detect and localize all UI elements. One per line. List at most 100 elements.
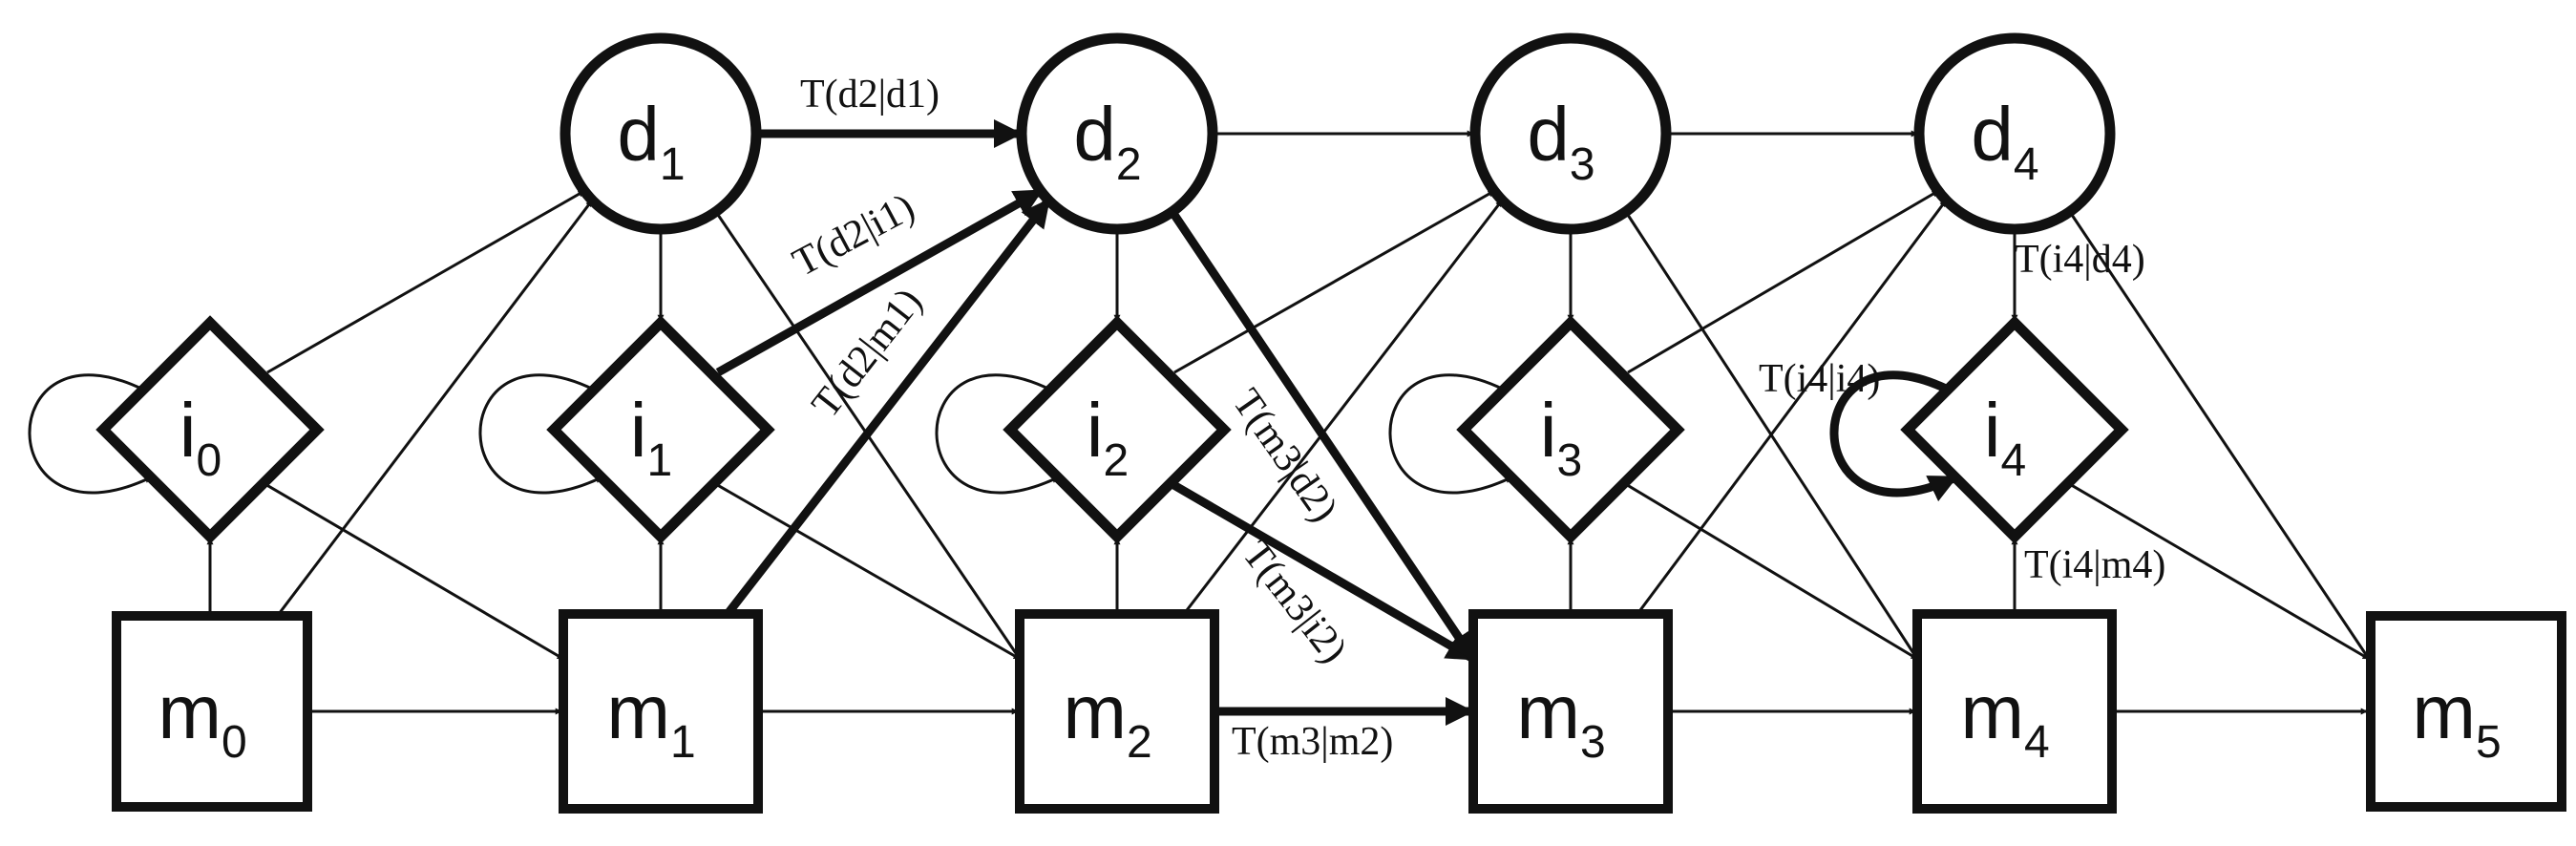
node-label: i3 [1540, 388, 1582, 486]
node-label: m3 [1516, 669, 1605, 768]
node-index: 0 [222, 717, 247, 768]
node-index: 1 [660, 139, 686, 190]
node-d3: d3 [1469, 32, 1672, 235]
node-index: 4 [2014, 139, 2039, 190]
node-m2: m2 [1015, 609, 1219, 814]
square-shape [559, 609, 763, 814]
edge-i1-d2 [715, 187, 1044, 376]
diamond-shape [95, 315, 325, 544]
node-letter: d [1527, 92, 1570, 177]
node-m0: m0 [112, 611, 312, 812]
circle-shape [560, 32, 762, 235]
node-letter: m [606, 669, 670, 754]
edge-m2-d3 [1182, 200, 1504, 615]
edge-i0-i0 [28, 373, 152, 495]
square-shape [1015, 609, 1219, 814]
node-index: 2 [1116, 139, 1142, 190]
label-t-i4-d4: T(i4|d4) [2015, 238, 2145, 282]
label-t-i4-m4: T(i4|m4) [2024, 543, 2165, 587]
node-letter: i [1540, 388, 1557, 473]
node-label: d3 [1527, 92, 1594, 190]
node-label: d2 [1073, 92, 1141, 190]
square-shape [112, 611, 312, 812]
node-letter: d [1073, 92, 1116, 177]
node-label: i4 [1984, 388, 2026, 486]
edge-i4-i4 [1829, 370, 1958, 502]
edge-m1-d2 [724, 198, 1052, 617]
node-i2: i2 [1003, 315, 1232, 544]
node-m5: m5 [2366, 611, 2566, 812]
node-d4: d4 [1913, 32, 2116, 235]
label-t-d2-d1: T(d2|d1) [800, 73, 940, 116]
edge-i2-m3 [1168, 479, 1476, 663]
square-shape [2366, 611, 2566, 812]
node-m1: m1 [559, 609, 763, 814]
node-label: m0 [158, 669, 246, 768]
node-letter: i [1984, 388, 2001, 473]
node-index: 3 [1557, 435, 1583, 486]
circle-shape [1913, 32, 2116, 235]
label-t-m3-m2: T(m3|m2) [1232, 720, 1393, 764]
label-t-d2-m1: T(d2|m1) [804, 281, 931, 427]
node-index: 2 [1127, 717, 1152, 768]
node-index: 0 [197, 435, 222, 486]
node-letter: m [1063, 669, 1127, 754]
edge-i1-i1 [478, 373, 602, 495]
circle-shape [1469, 32, 1672, 235]
edge-i3-d4 [1627, 189, 1939, 374]
node-label: m2 [1063, 669, 1151, 768]
node-letter: m [2412, 669, 2476, 754]
node-label: m5 [2412, 669, 2501, 768]
node-label: m1 [606, 669, 695, 768]
node-index: 1 [647, 435, 673, 486]
edge-i0-d1 [266, 189, 585, 374]
node-letter: m [1960, 669, 2024, 754]
edge-d1-m2 [714, 211, 1022, 660]
circle-shape [1016, 32, 1218, 235]
node-index: 1 [670, 717, 696, 768]
diamond-shape [1456, 315, 1685, 544]
node-letter: i [630, 388, 647, 473]
node-letter: d [617, 92, 660, 177]
node-d2: d2 [1016, 32, 1218, 235]
node-i3: i3 [1456, 315, 1685, 544]
node-index: 3 [1580, 717, 1606, 768]
edge-i1-m2 [713, 481, 1021, 661]
edges [28, 119, 2371, 726]
diamond-shape [1003, 315, 1232, 544]
node-index: 3 [1570, 139, 1595, 190]
edge-i0-m1 [263, 481, 564, 661]
node-i1: i1 [546, 315, 775, 544]
node-label: i1 [630, 388, 672, 486]
edge-d2-m3 [1169, 209, 1477, 662]
edge-i2-d3 [1173, 189, 1495, 374]
node-index: 4 [2001, 435, 2027, 486]
square-shape [1912, 609, 2117, 814]
edge-d4-m5 [2068, 211, 2371, 660]
node-label: i2 [1087, 388, 1129, 486]
node-letter: i [1087, 388, 1104, 473]
diamond-shape [1900, 315, 2129, 544]
label-t-m3-d2: T(m3|d2) [1224, 381, 1346, 530]
label-t-i4-i4: T(i4|i4) [1759, 357, 1880, 401]
edge-m3-d4 [1636, 200, 1948, 615]
node-index: 5 [2476, 717, 2502, 768]
node-label: i0 [179, 388, 222, 486]
node-i0: i0 [95, 315, 325, 544]
node-m3: m3 [1468, 609, 1673, 814]
diamond-shape [546, 315, 775, 544]
edge-i3-i3 [1388, 373, 1512, 495]
node-d1: d1 [560, 32, 762, 235]
node-index: 4 [2024, 717, 2050, 768]
node-label: m4 [1960, 669, 2049, 768]
node-letter: m [158, 669, 222, 754]
edge-i3-m4 [1623, 481, 1918, 661]
node-index: 2 [1104, 435, 1130, 486]
node-m4: m4 [1912, 609, 2117, 814]
node-label: d4 [1971, 92, 2038, 190]
edge-i2-i2 [935, 373, 1059, 495]
edge-d3-m4 [1624, 211, 1919, 660]
square-shape [1468, 609, 1673, 814]
